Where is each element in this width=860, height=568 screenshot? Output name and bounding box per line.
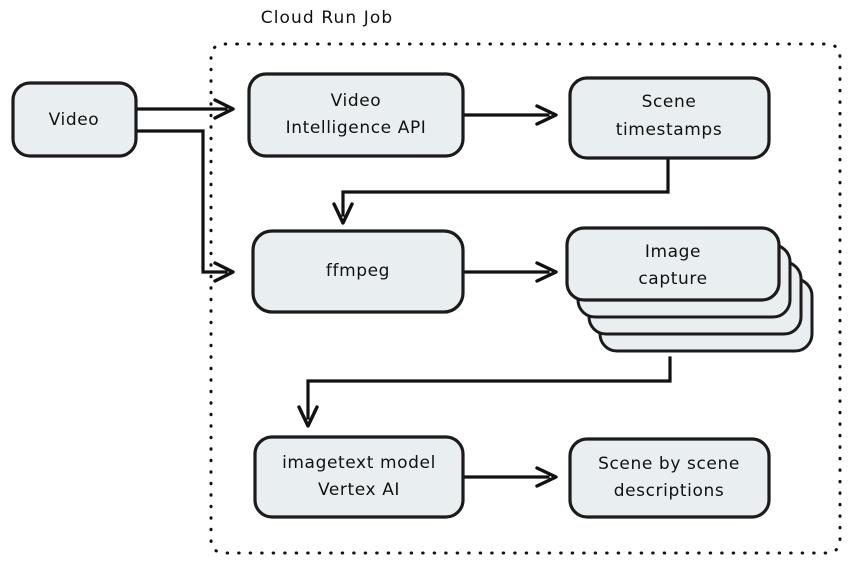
edge-video-to-ffmpeg (137, 129, 235, 283)
node-ffmpeg-label-line-1: ffmpeg (326, 261, 390, 281)
node-scene-by-scene-descriptions-label-line-1: Scene by scene (598, 454, 740, 474)
edge-imagetext-model-to-scene-descriptions (461, 466, 558, 488)
node-scene-by-scene-descriptions-label-line-2: descriptions (614, 481, 725, 501)
node-imagetext-model-vertex-ai[interactable]: imagetext model Vertex AI (253, 435, 465, 519)
node-video-intelligence-api-label-line-2: Intelligence API (286, 118, 427, 138)
node-video[interactable]: Video (11, 81, 138, 158)
node-video-intelligence-api-shape (247, 72, 465, 158)
node-imagetext-model-vertex-ai-shape (253, 435, 465, 519)
node-image-capture-label-line-2: capture (638, 269, 707, 289)
node-video-shape (11, 81, 138, 158)
node-video-intelligence-api-label-line-1: Video (331, 91, 382, 111)
edge-video-to-video-intelligence-api (137, 98, 235, 120)
node-scene-timestamps-label-line-1: Scene (642, 92, 697, 112)
node-ffmpeg[interactable]: ffmpeg (251, 229, 465, 314)
edge-video-intelligence-api-to-scene-timestamps (461, 104, 558, 126)
node-scene-by-scene-descriptions-shape (568, 437, 771, 519)
node-scene-timestamps[interactable]: Scene timestamps (568, 76, 771, 160)
node-video-intelligence-api[interactable]: Video Intelligence API (247, 72, 465, 158)
edge-ffmpeg-to-image-capture (461, 261, 558, 283)
node-image-capture-label-line-1: Image (645, 242, 701, 262)
node-image-capture[interactable]: Image capture (565, 226, 814, 353)
node-scene-by-scene-descriptions[interactable]: Scene by scene descriptions (568, 437, 771, 519)
node-imagetext-model-vertex-ai-label-line-2: Vertex AI (318, 480, 400, 500)
node-ffmpeg-shape (251, 229, 465, 314)
group-title: Cloud Run Job (261, 8, 393, 28)
group-dotted-border (209, 42, 842, 555)
edge-scene-timestamps-to-ffmpeg (332, 155, 670, 225)
group-cloud-run-job: Cloud Run Job (209, 8, 842, 555)
edge-layer (137, 98, 672, 488)
edge-image-capture-to-imagetext-model (297, 356, 672, 428)
node-video-label-line-1: Video (49, 110, 100, 130)
node-scene-timestamps-shape (568, 76, 771, 160)
node-scene-timestamps-label-line-2: timestamps (616, 120, 723, 140)
node-image-capture-shape (565, 226, 781, 302)
node-imagetext-model-vertex-ai-label-line-1: imagetext model (282, 453, 436, 473)
